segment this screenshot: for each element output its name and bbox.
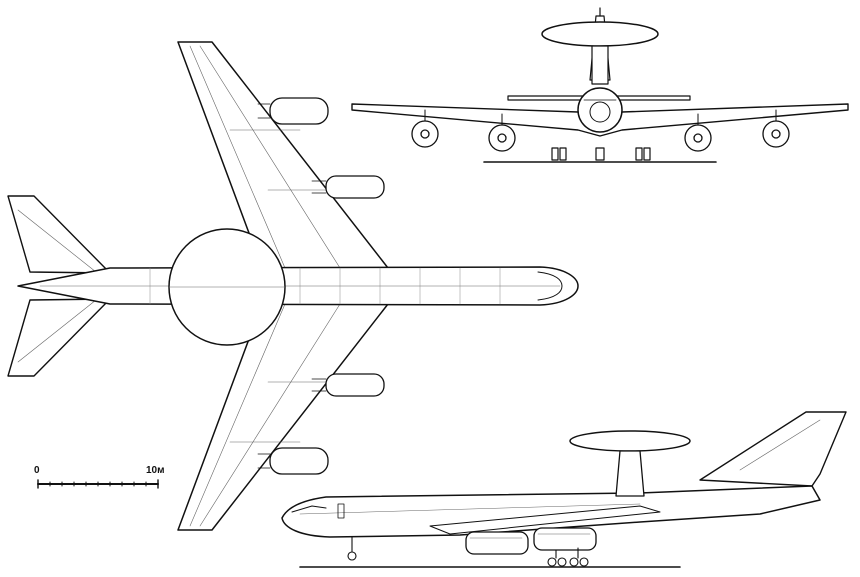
front-view-fuselage	[577, 87, 623, 133]
side-view-fuselage	[281, 485, 821, 538]
scale-start-label: 0	[34, 465, 40, 476]
top-view-upper-stabilizer	[7, 195, 111, 274]
front-view-radome	[541, 21, 659, 47]
top-view	[7, 41, 579, 531]
cockpit-outline	[537, 271, 563, 301]
top-view-engines	[257, 97, 385, 475]
radome-strut	[591, 45, 609, 85]
side-view-engines	[465, 527, 597, 555]
engine-nacelle	[465, 531, 529, 555]
engine-nacelle	[325, 373, 385, 397]
engine-nacelle	[269, 447, 329, 475]
scale-end-label: 10м	[146, 465, 165, 476]
front-view-landing-gear	[551, 147, 651, 161]
side-view-landing-gear	[347, 536, 589, 567]
engine-nacelle	[533, 527, 597, 551]
side-view-cockpit	[291, 505, 327, 513]
side-view	[281, 411, 847, 568]
top-view-lower-stabilizer	[7, 298, 111, 377]
engine-nacelle	[325, 175, 385, 199]
engine-nacelle	[269, 97, 329, 125]
scale-bar	[37, 479, 159, 489]
side-view-radome	[569, 430, 691, 452]
side-view-fin	[699, 411, 847, 487]
front-view	[351, 7, 849, 163]
side-view-radome-pylon	[615, 450, 645, 497]
front-view-engines	[411, 109, 790, 152]
